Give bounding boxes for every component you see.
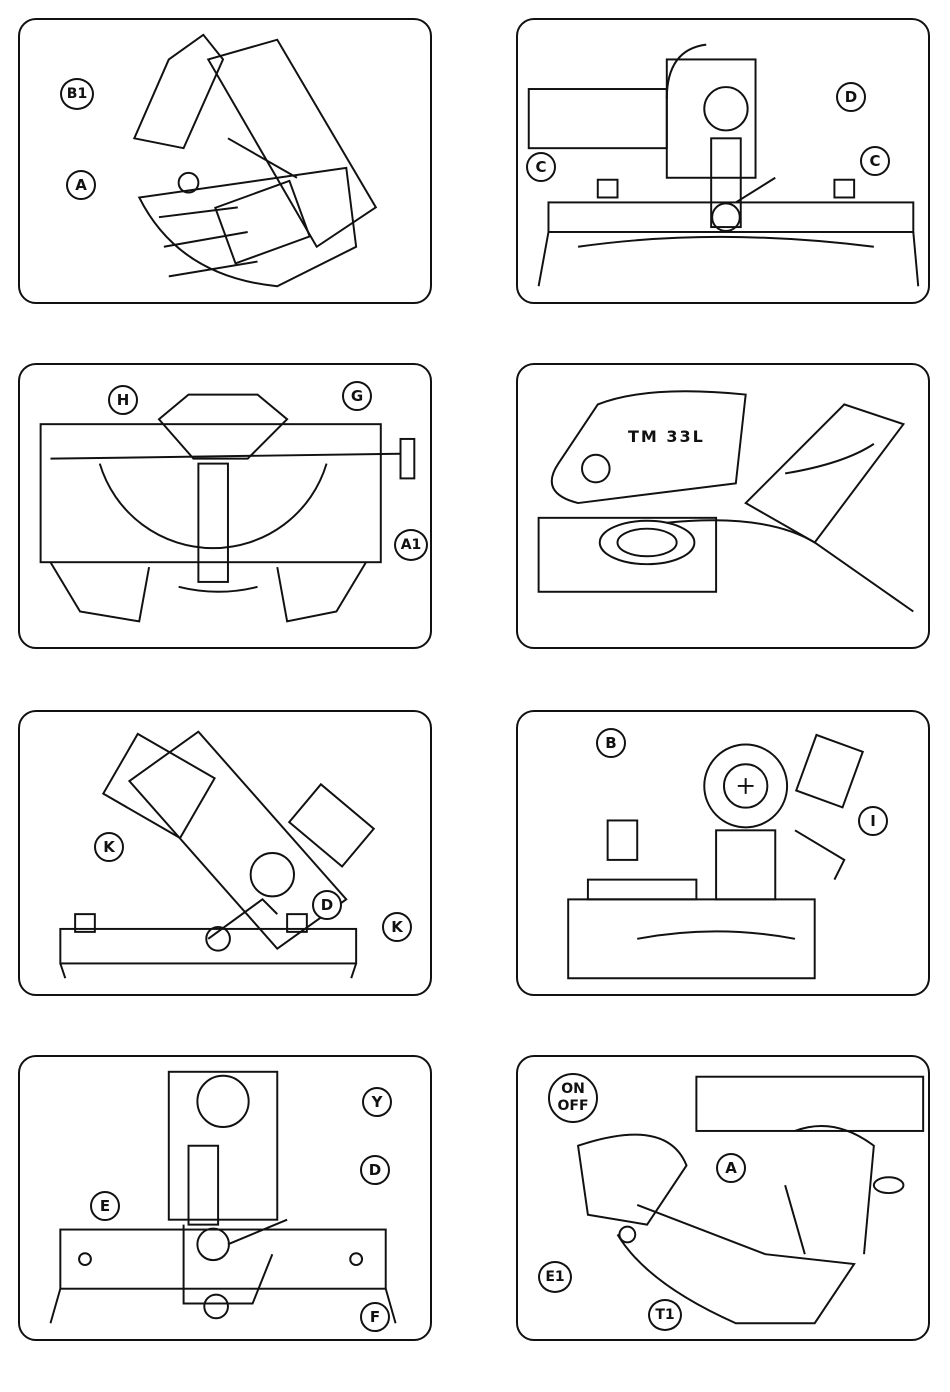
callout-g: G bbox=[342, 381, 372, 411]
callout-d: D bbox=[312, 890, 342, 920]
callout-c-right: C bbox=[860, 146, 890, 176]
callout-f: F bbox=[360, 1302, 390, 1332]
figure-panel-2: D C C bbox=[516, 18, 930, 304]
callout-e1: E1 bbox=[538, 1261, 572, 1293]
callout-b: B bbox=[596, 728, 626, 758]
figure-panel-8: ON OFF A E1 T1 bbox=[516, 1055, 930, 1341]
callout-a1: A1 bbox=[394, 529, 428, 561]
figure-panel-1: B1 A bbox=[18, 18, 432, 304]
saw-bevel-drawing bbox=[20, 712, 430, 994]
figure-panel-6: B I bbox=[516, 710, 930, 996]
figure-panel-5: K D K bbox=[18, 710, 432, 996]
figure-panel-3: H G A1 bbox=[18, 363, 432, 649]
off-label: OFF bbox=[550, 1098, 596, 1115]
callout-a: A bbox=[66, 170, 96, 200]
saw-side-motor-drawing bbox=[518, 712, 928, 994]
figure-panel-4: TM 33L bbox=[516, 363, 930, 649]
cutting-wood-hands-drawing bbox=[518, 365, 928, 647]
callout-e: E bbox=[90, 1191, 120, 1221]
model-logo: TM 33L bbox=[628, 427, 705, 446]
callout-a: A bbox=[716, 1153, 746, 1183]
callout-k-right: K bbox=[382, 912, 412, 942]
callout-i: I bbox=[858, 806, 888, 836]
callout-d: D bbox=[360, 1155, 390, 1185]
saw-top-view-drawing bbox=[20, 365, 430, 647]
saw-head-tilted-drawing bbox=[20, 20, 430, 302]
callout-h: H bbox=[108, 385, 138, 415]
callout-on-off: ON OFF bbox=[548, 1073, 598, 1123]
callout-c-left: C bbox=[526, 152, 556, 182]
callout-b1: B1 bbox=[60, 78, 94, 110]
callout-y: Y bbox=[362, 1087, 392, 1117]
callout-t1: T1 bbox=[648, 1299, 682, 1331]
callout-d: D bbox=[836, 82, 866, 112]
figure-panel-7: Y D E F bbox=[18, 1055, 432, 1341]
on-label: ON bbox=[550, 1081, 596, 1098]
callout-k-left: K bbox=[94, 832, 124, 862]
